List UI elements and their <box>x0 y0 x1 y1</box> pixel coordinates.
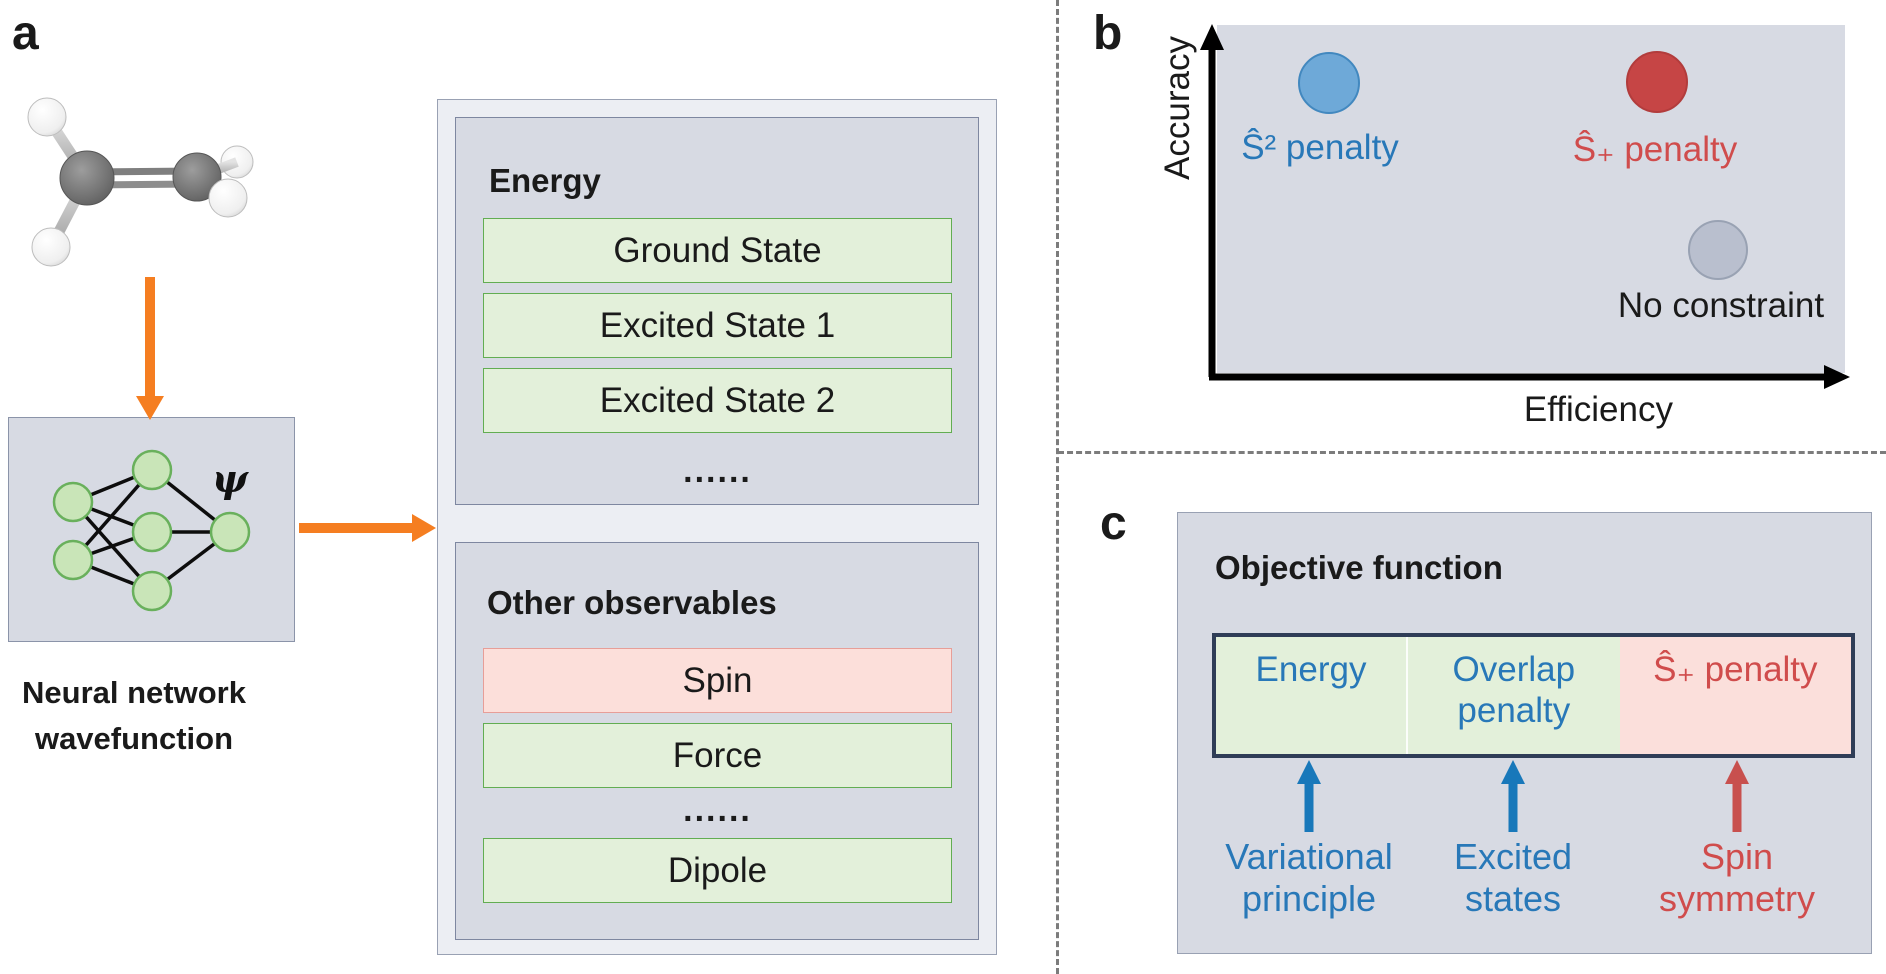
panel-label-c: c <box>1100 497 1128 550</box>
term-label-line1: Overlap <box>1452 650 1576 689</box>
annotation-excited-states: Excited states <box>1393 836 1633 920</box>
objective-terms-bar: Energy Overlap penalty Ŝ₊ penalty <box>1212 633 1855 758</box>
caption-line-2: wavefunction <box>34 721 234 756</box>
annotation-line: principle <box>1241 878 1377 919</box>
x-axis-label: Efficiency <box>1523 390 1673 429</box>
label-no-constraint: No constraint <box>1617 286 1825 325</box>
term-energy: Energy <box>1216 637 1406 754</box>
caption-line-1: Neural network <box>22 675 246 710</box>
horizontal-dashed-divider <box>1058 451 1886 454</box>
observable-row-spin: Spin <box>483 648 952 713</box>
annotation-line: Spin <box>1700 836 1774 877</box>
energy-row-label: Ground State <box>613 230 822 270</box>
term-label: Energy <box>1255 650 1367 689</box>
term-label-line2: penalty <box>1457 691 1571 730</box>
term-splus-penalty: Ŝ₊ penalty <box>1619 637 1851 754</box>
arrow-network-to-observables <box>299 514 436 542</box>
objective-function-title: Objective function <box>1215 549 1503 586</box>
arrow-molecule-to-network <box>136 277 164 420</box>
observable-row-label: Spin <box>682 660 753 700</box>
molecule-icon <box>27 97 254 267</box>
energy-row-ground-state: Ground State <box>483 218 952 283</box>
annotation-line: Variational <box>1225 836 1393 877</box>
observable-row-dipole: Dipole <box>483 838 952 903</box>
energy-row-label: Excited State 1 <box>599 305 836 345</box>
observable-row-force: Force <box>483 723 952 788</box>
data-point-no-constraint <box>1688 220 1748 280</box>
vertical-dashed-divider <box>1056 0 1059 974</box>
annotation-line: states <box>1464 878 1562 919</box>
term-label: Ŝ₊ penalty <box>1653 650 1818 689</box>
panel-label-a: a <box>12 7 40 60</box>
data-point-s2-penalty <box>1298 52 1360 114</box>
observables-ellipsis: ...... <box>683 791 752 829</box>
annotation-line: Excited <box>1453 836 1573 877</box>
neural-network-graph <box>52 449 251 612</box>
energy-row-label: Excited State 2 <box>599 380 836 420</box>
neural-network-box: ψ <box>8 417 295 642</box>
label-s2-penalty: Ŝ² penalty <box>1241 128 1399 167</box>
energy-ellipsis: ...... <box>683 452 752 490</box>
annotation-variational-principle: Variational principle <box>1189 836 1429 920</box>
annotation-spin-symmetry: Spin symmetry <box>1617 836 1857 920</box>
energy-box-title: Energy <box>489 162 601 199</box>
psi-symbol: ψ <box>212 456 248 501</box>
label-splus-penalty: Ŝ₊ penalty <box>1572 130 1738 169</box>
energy-row-excited-state-1: Excited State 1 <box>483 293 952 358</box>
observable-row-label: Force <box>672 735 763 775</box>
energy-row-excited-state-2: Excited State 2 <box>483 368 952 433</box>
panel-label-b: b <box>1093 7 1124 60</box>
y-axis-label: Accuracy <box>1158 36 1197 180</box>
data-point-splus-penalty <box>1626 51 1688 113</box>
annotation-line: symmetry <box>1659 878 1815 919</box>
observable-row-label: Dipole <box>667 850 768 890</box>
other-observables-title: Other observables <box>487 584 777 621</box>
term-overlap-penalty: Overlap penalty <box>1406 637 1620 754</box>
neural-network-caption: Neural network wavefunction <box>3 670 265 762</box>
